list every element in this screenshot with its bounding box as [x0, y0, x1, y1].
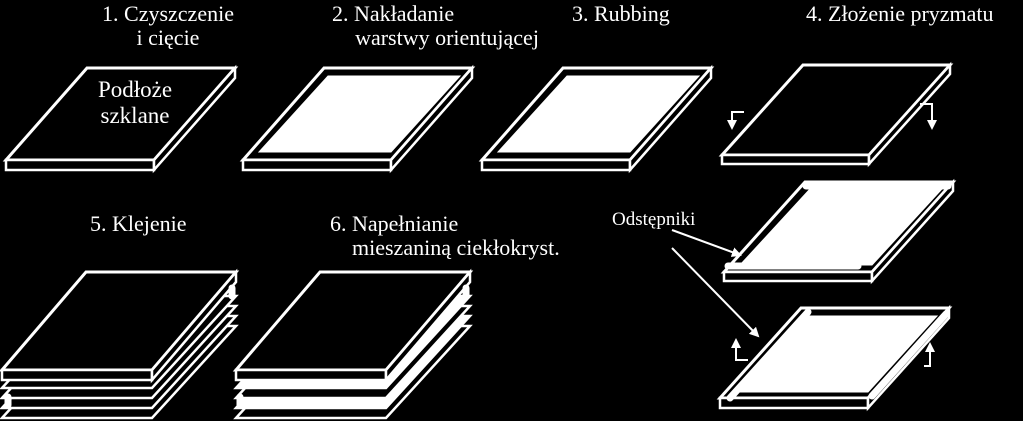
substrate-line-2: szklane [100, 103, 170, 128]
step-4-label: 4. Złożenie pryzmatu [806, 2, 994, 26]
coated-plate [239, 64, 476, 174]
step-3-label: 3. Rubbing [572, 2, 670, 26]
spacers-pointers [671, 229, 760, 338]
substrate-line-1: Podłoże [97, 77, 173, 102]
step-2-line-2: warstwy orientującej [355, 25, 539, 50]
step-5-line-1: 5. Klejenie [90, 211, 187, 236]
filled-stack [232, 268, 474, 420]
prism-bottom-plate [716, 304, 953, 412]
spacer-rod [726, 308, 812, 402]
step-5-label: 5. Klejenie [90, 212, 187, 236]
spacers-label: Odstępniki [612, 208, 695, 232]
step-2-label: 2. Nakładanie warstwy orientującej [332, 2, 562, 50]
glass-substrate-plate [2, 64, 239, 174]
spacer-rod [868, 310, 950, 400]
step-6-label: 6. Napełnianie mieszaniną ciekłokryst. [330, 212, 560, 260]
rubbed-plate [478, 64, 715, 174]
spacers-text: Odstępniki [612, 209, 696, 230]
prism-middle-plate [720, 178, 957, 285]
step-1-label: 1. Czyszczenie i cięcie [78, 2, 258, 50]
step-6-line-2: mieszaniną ciekłokryst. [352, 235, 560, 260]
step-1-line-2: i cięcie [136, 25, 200, 50]
step-4-line-1: 4. Złożenie pryzmatu [806, 1, 994, 26]
prism-top-plate [718, 61, 954, 168]
step-3-line-1: 3. Rubbing [572, 1, 670, 26]
glued-stack [0, 268, 240, 420]
step-1-line-1: 1. Czyszczenie [102, 1, 234, 26]
step-2-line-1: 2. Nakładanie [332, 1, 455, 26]
step-6-line-1: 6. Napełnianie [330, 211, 459, 236]
substrate-label: Podłoże szklane [80, 77, 190, 129]
